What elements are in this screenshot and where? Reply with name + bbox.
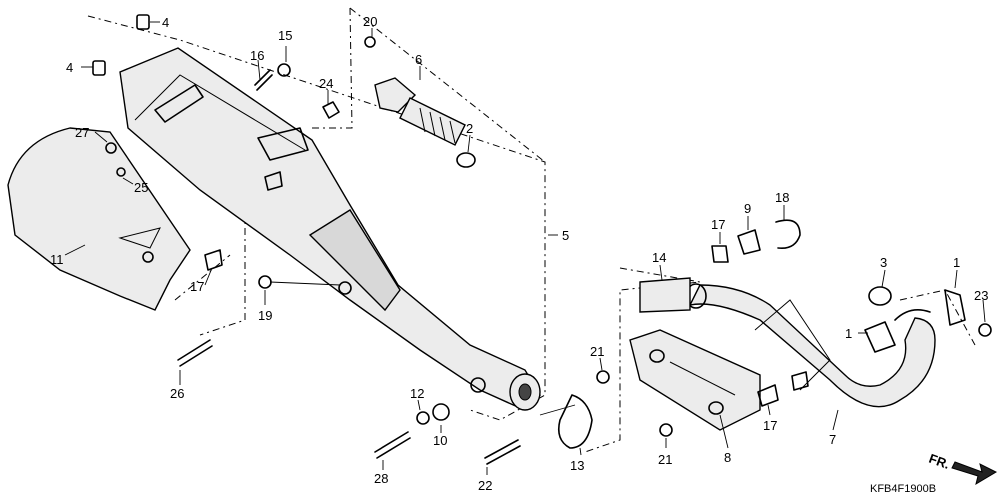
hardware <box>92 14 992 465</box>
callout-20: 20 <box>363 14 377 29</box>
callout-28: 28 <box>374 471 388 486</box>
callout-4: 4 <box>162 15 169 30</box>
callout-15: 15 <box>278 28 292 43</box>
callout-27: 27 <box>75 125 89 140</box>
callout-25: 25 <box>134 180 148 195</box>
muffler-assembly <box>119 47 541 411</box>
callout-21: 21 <box>590 344 604 359</box>
callout-12: 12 <box>410 386 424 401</box>
callout-11: 11 <box>50 252 64 267</box>
callout-17: 17 <box>711 217 725 232</box>
callout-7: 7 <box>829 432 836 447</box>
callout-16: 16 <box>250 48 264 63</box>
exhaust-pipe <box>685 283 936 408</box>
diagram-code: KFB4F1900B <box>870 483 936 495</box>
pipe-protector <box>629 329 761 431</box>
callout-2: 2 <box>466 121 473 136</box>
callout-17: 17 <box>763 418 777 433</box>
callout-22: 22 <box>478 478 492 493</box>
callout-23: 23 <box>974 288 988 303</box>
callout-17: 17 <box>190 279 204 294</box>
callout-labels: 4 4 16 15 24 20 6 2 27 25 11 17 19 26 12… <box>50 14 988 493</box>
callout-1: 1 <box>845 326 852 341</box>
front-direction-indicator: FR. <box>927 451 998 486</box>
callout-19: 19 <box>258 308 272 323</box>
callout-13: 13 <box>570 458 584 473</box>
callout-21: 21 <box>658 452 672 467</box>
callout-26: 26 <box>170 386 184 401</box>
callout-14: 14 <box>652 250 666 265</box>
callout-5: 5 <box>562 228 569 243</box>
direction-label: FR. <box>927 451 952 472</box>
callout-1: 1 <box>953 255 960 270</box>
callout-10: 10 <box>433 433 447 448</box>
callout-9: 9 <box>744 201 751 216</box>
callout-6: 6 <box>415 52 422 67</box>
callout-24: 24 <box>319 76 333 91</box>
callout-18: 18 <box>775 190 789 205</box>
callout-3: 3 <box>880 255 887 270</box>
callout-4: 4 <box>66 60 73 75</box>
callout-8: 8 <box>724 450 731 465</box>
heat-protector <box>7 127 191 311</box>
front-arrow-icon <box>951 461 998 486</box>
spark-arrester <box>374 77 476 168</box>
leader-lines <box>64 21 986 475</box>
